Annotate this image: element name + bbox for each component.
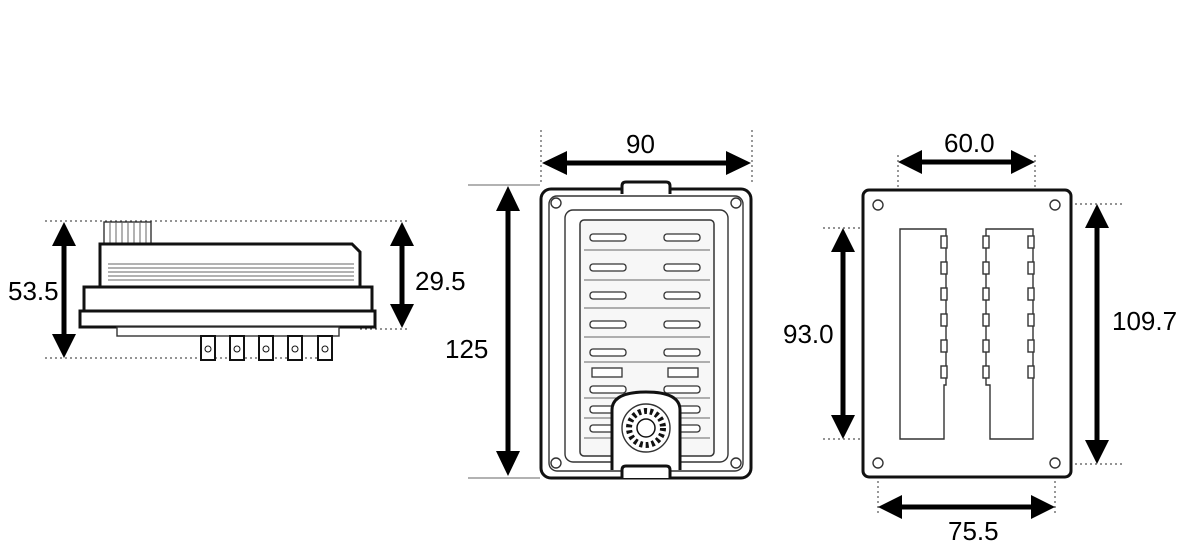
side-flange [82, 285, 374, 313]
screw-tr [730, 197, 742, 209]
dim-label-53-5: 53.5 [8, 276, 59, 306]
dim-label-93-0: 93.0 [783, 319, 834, 349]
front-bottom-tab [620, 464, 672, 478]
rear-plate [861, 188, 1073, 479]
front-top-tab [620, 180, 672, 194]
dim-arrow-53-5 [52, 222, 76, 358]
dim-arrow-93-0 [831, 228, 855, 439]
screw-bl [550, 457, 562, 469]
rear-hole-tl [872, 199, 884, 211]
side-terminals [200, 335, 333, 361]
fuse-slots [584, 233, 710, 439]
rear-hole-br [1049, 457, 1061, 469]
lid-lines [108, 263, 354, 281]
rear-hole-bl [872, 457, 884, 469]
screw-br [730, 457, 742, 469]
rear-strip-right-tabs [982, 235, 1035, 379]
dim-label-109-7: 109.7 [1112, 306, 1177, 336]
dim-label-60-0: 60.0 [944, 128, 995, 158]
side-view: 53.5 29.5 [8, 220, 466, 361]
dim-label-29-5: 29.5 [415, 266, 466, 296]
screw-tl [550, 197, 562, 209]
rear-view: 60.0 93.0 109.7 75.5 [783, 128, 1177, 546]
dim-label-75-5: 75.5 [948, 516, 999, 546]
dim-arrow-90 [542, 151, 751, 175]
rear-strip-left [899, 228, 947, 440]
dim-arrow-125 [496, 186, 520, 476]
front-view: 90 125 [445, 129, 753, 480]
knob-ridges [109, 222, 147, 244]
side-base [78, 309, 377, 329]
rear-hole-tr [1049, 199, 1061, 211]
dim-arrow-60-0 [898, 150, 1035, 174]
front-dial-center [636, 418, 656, 438]
dim-arrow-109-7 [1085, 204, 1109, 464]
dim-arrow-75-5 [878, 495, 1055, 519]
rear-strip-left-tabs [940, 235, 948, 379]
dim-label-125: 125 [445, 334, 488, 364]
side-lid [98, 242, 362, 289]
dim-label-90: 90 [626, 129, 655, 159]
side-lower-rim [116, 326, 340, 337]
rear-strip-right [985, 228, 1034, 440]
dim-arrow-29-5 [390, 222, 414, 328]
